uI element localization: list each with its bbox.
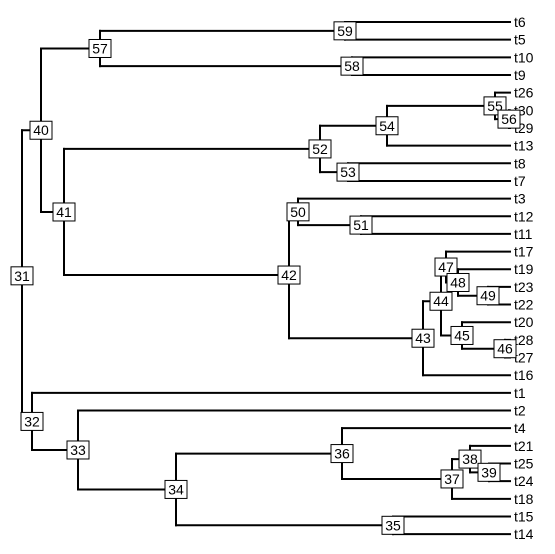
tip-label-t12: t12 xyxy=(514,208,534,224)
node-box-47 xyxy=(434,257,458,277)
node-label-45: 45 xyxy=(454,327,470,343)
tip-label-t21: t21 xyxy=(514,438,534,454)
node-label-56: 56 xyxy=(501,111,517,127)
node-box-53 xyxy=(336,162,360,182)
tip-label-t20: t20 xyxy=(514,314,534,330)
tip-label-t22: t22 xyxy=(514,297,534,313)
node-label-52: 52 xyxy=(312,141,328,157)
node-label-35: 35 xyxy=(385,517,401,533)
node-box-35 xyxy=(381,515,405,535)
node-box-46 xyxy=(493,339,517,359)
tip-label-t16: t16 xyxy=(514,367,534,383)
node-box-37 xyxy=(440,469,464,489)
tip-label-t26: t26 xyxy=(514,85,534,101)
node-label-43: 43 xyxy=(415,330,431,346)
node-box-40 xyxy=(29,120,53,140)
node-label-37: 37 xyxy=(444,471,460,487)
tip-label-t13: t13 xyxy=(514,138,534,154)
tip-label-t25: t25 xyxy=(514,456,534,472)
node-label-50: 50 xyxy=(290,204,306,220)
node-label-32: 32 xyxy=(24,413,40,429)
tip-label-t8: t8 xyxy=(514,155,526,171)
node-box-57 xyxy=(88,38,112,58)
node-box-49 xyxy=(476,286,500,306)
tip-label-t27: t27 xyxy=(514,350,534,366)
node-label-39: 39 xyxy=(481,464,497,480)
node-label-57: 57 xyxy=(92,40,108,56)
node-label-54: 54 xyxy=(379,118,395,134)
node-label-59: 59 xyxy=(337,23,353,39)
tip-label-t24: t24 xyxy=(514,473,534,489)
node-label-41: 41 xyxy=(56,204,72,220)
node-box-56 xyxy=(497,109,521,129)
tip-label-t6: t6 xyxy=(514,14,526,30)
tree-branches xyxy=(21,21,511,536)
node-label-38: 38 xyxy=(462,451,478,467)
node-label-49: 49 xyxy=(480,288,496,304)
node-label-40: 40 xyxy=(33,122,49,138)
node-label-42: 42 xyxy=(281,267,297,283)
tip-labels: t6t5t10t9t26t30t29t13t8t7t3t12t11t17t19t… xyxy=(514,14,534,542)
node-box-39 xyxy=(477,462,501,482)
node-box-41 xyxy=(52,202,76,222)
tip-label-t23: t23 xyxy=(514,279,534,295)
node-label-44: 44 xyxy=(433,293,449,309)
tip-label-t18: t18 xyxy=(514,491,534,507)
node-box-51 xyxy=(349,215,373,235)
node-box-36 xyxy=(330,444,354,464)
tip-label-t1: t1 xyxy=(514,385,526,401)
node-box-42 xyxy=(277,265,301,285)
node-box-34 xyxy=(164,479,188,499)
node-labels: 3140575958415254555653425051434447484945… xyxy=(10,21,521,535)
tip-label-t7: t7 xyxy=(514,173,526,189)
tip-label-t9: t9 xyxy=(514,67,526,83)
node-box-54 xyxy=(375,116,399,136)
node-box-50 xyxy=(286,202,310,222)
tip-label-t4: t4 xyxy=(514,420,526,436)
tip-label-t19: t19 xyxy=(514,261,534,277)
node-label-48: 48 xyxy=(450,274,466,290)
node-label-46: 46 xyxy=(497,341,513,357)
tip-label-t28: t28 xyxy=(514,332,534,348)
tip-label-t15: t15 xyxy=(514,508,534,524)
node-box-31 xyxy=(10,266,34,286)
tip-label-t17: t17 xyxy=(514,244,534,260)
node-box-33 xyxy=(66,440,90,460)
node-label-33: 33 xyxy=(70,442,86,458)
node-box-32 xyxy=(20,411,44,431)
node-box-43 xyxy=(411,328,435,348)
tip-label-t5: t5 xyxy=(514,32,526,48)
node-box-45 xyxy=(450,325,474,345)
node-label-47: 47 xyxy=(438,259,454,275)
node-label-51: 51 xyxy=(353,217,369,233)
node-label-58: 58 xyxy=(344,58,360,74)
tip-label-t3: t3 xyxy=(514,191,526,207)
tip-label-t11: t11 xyxy=(514,226,533,242)
tip-label-t2: t2 xyxy=(514,403,526,419)
node-box-38 xyxy=(458,449,482,469)
tip-label-t10: t10 xyxy=(514,49,534,65)
node-label-53: 53 xyxy=(340,164,356,180)
node-box-44 xyxy=(429,291,453,311)
node-label-34: 34 xyxy=(168,481,184,497)
node-box-58 xyxy=(340,56,364,76)
node-label-36: 36 xyxy=(334,446,350,462)
node-box-59 xyxy=(333,21,357,41)
node-box-52 xyxy=(308,139,332,159)
node-box-48 xyxy=(446,272,470,292)
node-label-31: 31 xyxy=(14,268,30,284)
tip-label-t14: t14 xyxy=(514,526,534,542)
